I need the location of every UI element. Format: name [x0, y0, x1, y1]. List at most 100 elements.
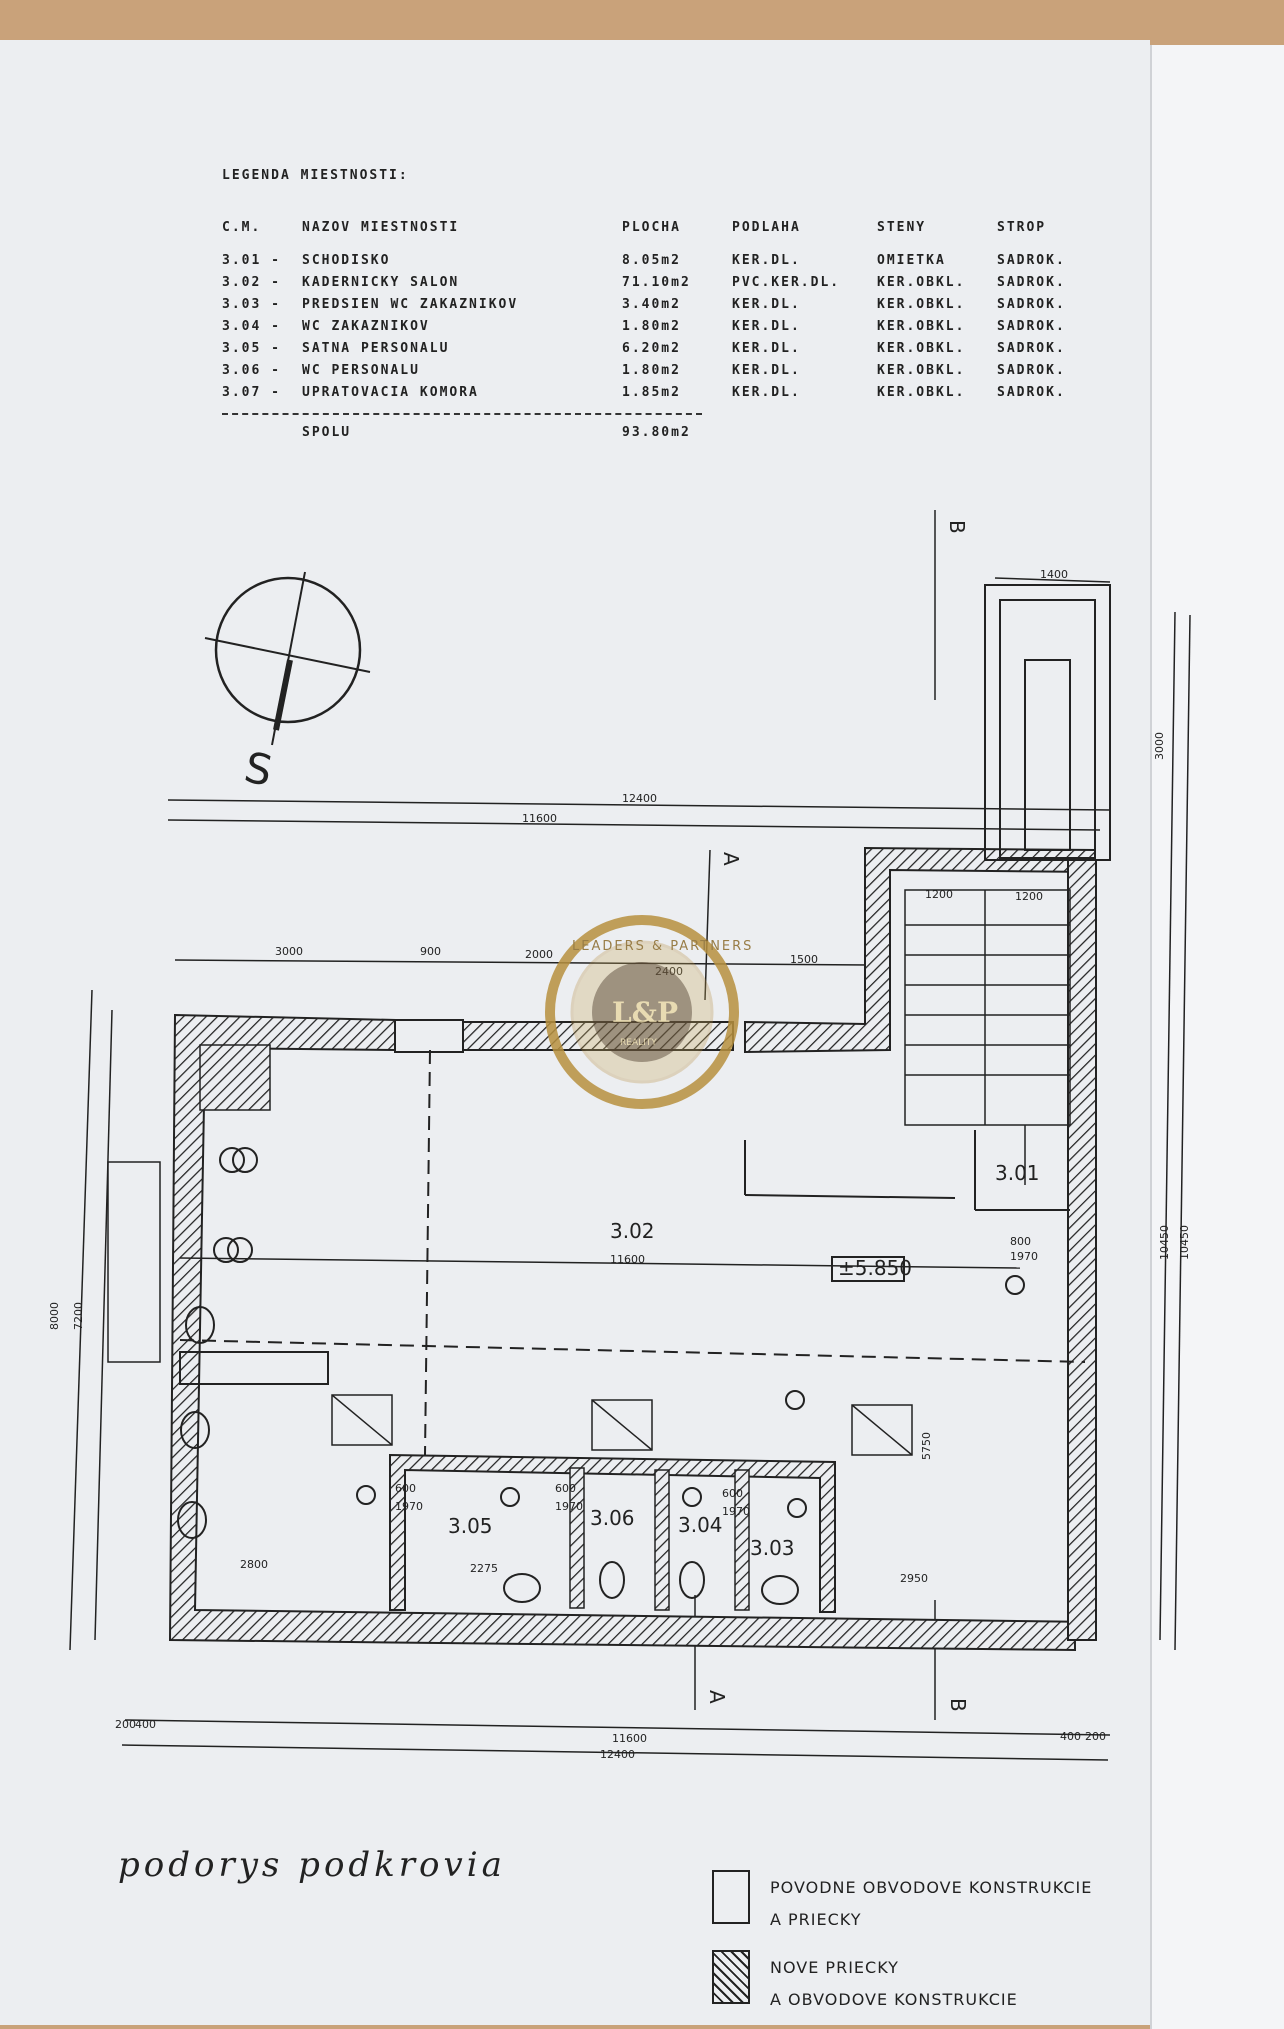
legend-cell-floor: KER.DL.: [732, 340, 801, 356]
legend-cell-walls: KER.OBKL.: [877, 362, 966, 378]
legend-total-value: 93.80m2: [622, 424, 691, 440]
legend-header-ceiling: STROP: [997, 219, 1047, 235]
level-mark: ±5.850: [838, 1256, 912, 1280]
drawing-title: podorys podkrovia: [118, 1845, 506, 1885]
legend-cell-area: 1.85m2: [622, 384, 681, 400]
legend-cell-walls: KER.OBKL.: [877, 296, 966, 312]
key-existing-swatch: [712, 1870, 750, 1924]
legend-cell-ceiling: SADROK.: [997, 362, 1066, 378]
watermark-logo: L&P REALITY LEADERS & PARTNERS: [545, 915, 751, 1109]
dim-1970c: 1970: [722, 1505, 750, 1518]
legend-cell-area: 71.10m2: [622, 274, 691, 290]
key-new-swatch: [712, 1950, 750, 2004]
legend-cell-walls: KER.OBKL.: [877, 384, 966, 400]
fixtures: [177, 1147, 1025, 1605]
legend-cell-area: 8.05m2: [622, 252, 681, 268]
dim-8650: 10450: [1158, 1225, 1171, 1260]
legend-cell-name: WC PERSONALU: [302, 362, 420, 378]
dim-900: 900: [420, 945, 441, 958]
legend-cell-area: 6.20m2: [622, 340, 681, 356]
legend-cell-walls: KER.OBKL.: [877, 318, 966, 334]
legend-cell-ceiling: SADROK.: [997, 296, 1066, 312]
legend-title: LEGENDA MIESTNOSTI:: [222, 168, 409, 183]
dim-2950: 2950: [900, 1572, 928, 1585]
dim-3000-right: 3000: [1153, 732, 1166, 760]
legend-row: 3.02 - KADERNICKY SALON 71.10m2 PVC.KER.DL.…: [222, 271, 1102, 293]
dim-3000: 3000: [275, 945, 303, 958]
dim-7200: 7200: [72, 1302, 85, 1330]
adjacent-sheet: [1150, 45, 1284, 2029]
dim-12400-top: 12400: [622, 792, 657, 805]
legend-header-name: NAZOV MIESTNOSTI: [302, 219, 460, 235]
legend-cell-area: 3.40m2: [622, 296, 681, 312]
dim-2000: 2000: [525, 948, 553, 961]
key-existing-line2: A PRIECKY: [770, 1910, 862, 1929]
legend-cell-num: 3.02 -: [222, 274, 281, 290]
dim-2800: 2800: [240, 1558, 268, 1571]
legend-header-num: C.M.: [222, 219, 262, 235]
legend-cell-floor: KER.DL.: [732, 384, 801, 400]
dim-400-bottom-right: 400: [1060, 1730, 1081, 1743]
room-label-304: 3.04: [678, 1513, 723, 1537]
legend-cell-name: SATNA PERSONALU: [302, 340, 450, 356]
watermark-monogram: L&P: [612, 996, 678, 1029]
dim-400-bottom: 400: [135, 1718, 156, 1731]
room-label-305: 3.05: [448, 1514, 493, 1538]
opening-marks: [179, 1257, 1021, 1456]
dim-2275: 2275: [470, 1562, 498, 1575]
walls-new: [168, 846, 1097, 1652]
slope-lines: [179, 1049, 1086, 1456]
dim-1970d: 1970: [1010, 1250, 1038, 1263]
dim-200-bottom-right: 200: [1085, 1730, 1106, 1743]
section-b-bottom: B: [946, 1698, 970, 1712]
key-existing-line1: POVODNE OBVODOVE KONSTRUKCIE: [770, 1878, 1093, 1897]
dim-5750: 5750: [920, 1432, 933, 1460]
legend-cell-num: 3.01 -: [222, 252, 281, 268]
legend-cell-walls: OMIETKA: [877, 252, 946, 268]
legend-cell-ceiling: SADROK.: [997, 252, 1066, 268]
dim-1970a: 1970: [395, 1500, 423, 1513]
section-a-top: A: [719, 852, 743, 866]
north-label: S: [240, 742, 276, 795]
dim-11600-bottom: 11600: [612, 1732, 647, 1745]
room-label-302: 3.02: [610, 1219, 655, 1243]
legend-cell-num: 3.04 -: [222, 318, 281, 334]
room-label-301: 3.01: [995, 1161, 1040, 1185]
dim-600c: 600: [722, 1487, 743, 1500]
legend-cell-num: 3.06 -: [222, 362, 281, 378]
dim-600a: 600: [395, 1482, 416, 1495]
dim-600b: 600: [555, 1482, 576, 1495]
legend-cell-ceiling: SADROK.: [997, 384, 1066, 400]
legend-cell-floor: KER.DL.: [732, 296, 801, 312]
legend-cell-name: UPRATOVACIA KOMORA: [302, 384, 479, 400]
key-new-line2: A OBVODOVE KONSTRUKCIE: [770, 1990, 1018, 2009]
dim-8000: 8000: [48, 1302, 61, 1330]
dim-1200a: 1200: [925, 888, 953, 901]
legend-cell-area: 1.80m2: [622, 362, 681, 378]
legend-cell-ceiling: SADROK.: [997, 274, 1066, 290]
staircase: [904, 889, 1071, 1185]
watermark-sub: REALITY: [620, 1038, 657, 1048]
legend-cell-floor: PVC.KER.DL.: [732, 274, 841, 290]
legend-cell-area: 1.80m2: [622, 318, 681, 334]
dim-9800: 11600: [522, 812, 557, 825]
dim-12400-bottom: 12400: [600, 1748, 635, 1761]
section-a-bottom: A: [705, 1690, 729, 1704]
legend-cell-ceiling: SADROK.: [997, 318, 1066, 334]
dim-200-bottom: 200: [115, 1718, 136, 1731]
dim-10450: 10450: [1178, 1225, 1191, 1260]
dim-1400: 1400: [1040, 568, 1068, 581]
legend-cell-walls: KER.OBKL.: [877, 274, 966, 290]
legend-cell-name: PREDSIEN WC ZAKAZNIKOV: [302, 296, 519, 312]
legend-cell-name: KADERNICKY SALON: [302, 274, 460, 290]
legend-cell-num: 3.05 -: [222, 340, 281, 356]
legend-header-area: PLOCHA: [622, 219, 681, 235]
legend-header-row: C.M. NAZOV MIESTNOSTI PLOCHA PODLAHA STE…: [222, 205, 1102, 249]
room-legend: LEGENDA MIESTNOSTI: C.M. NAZOV MIESTNOST…: [222, 168, 1102, 443]
